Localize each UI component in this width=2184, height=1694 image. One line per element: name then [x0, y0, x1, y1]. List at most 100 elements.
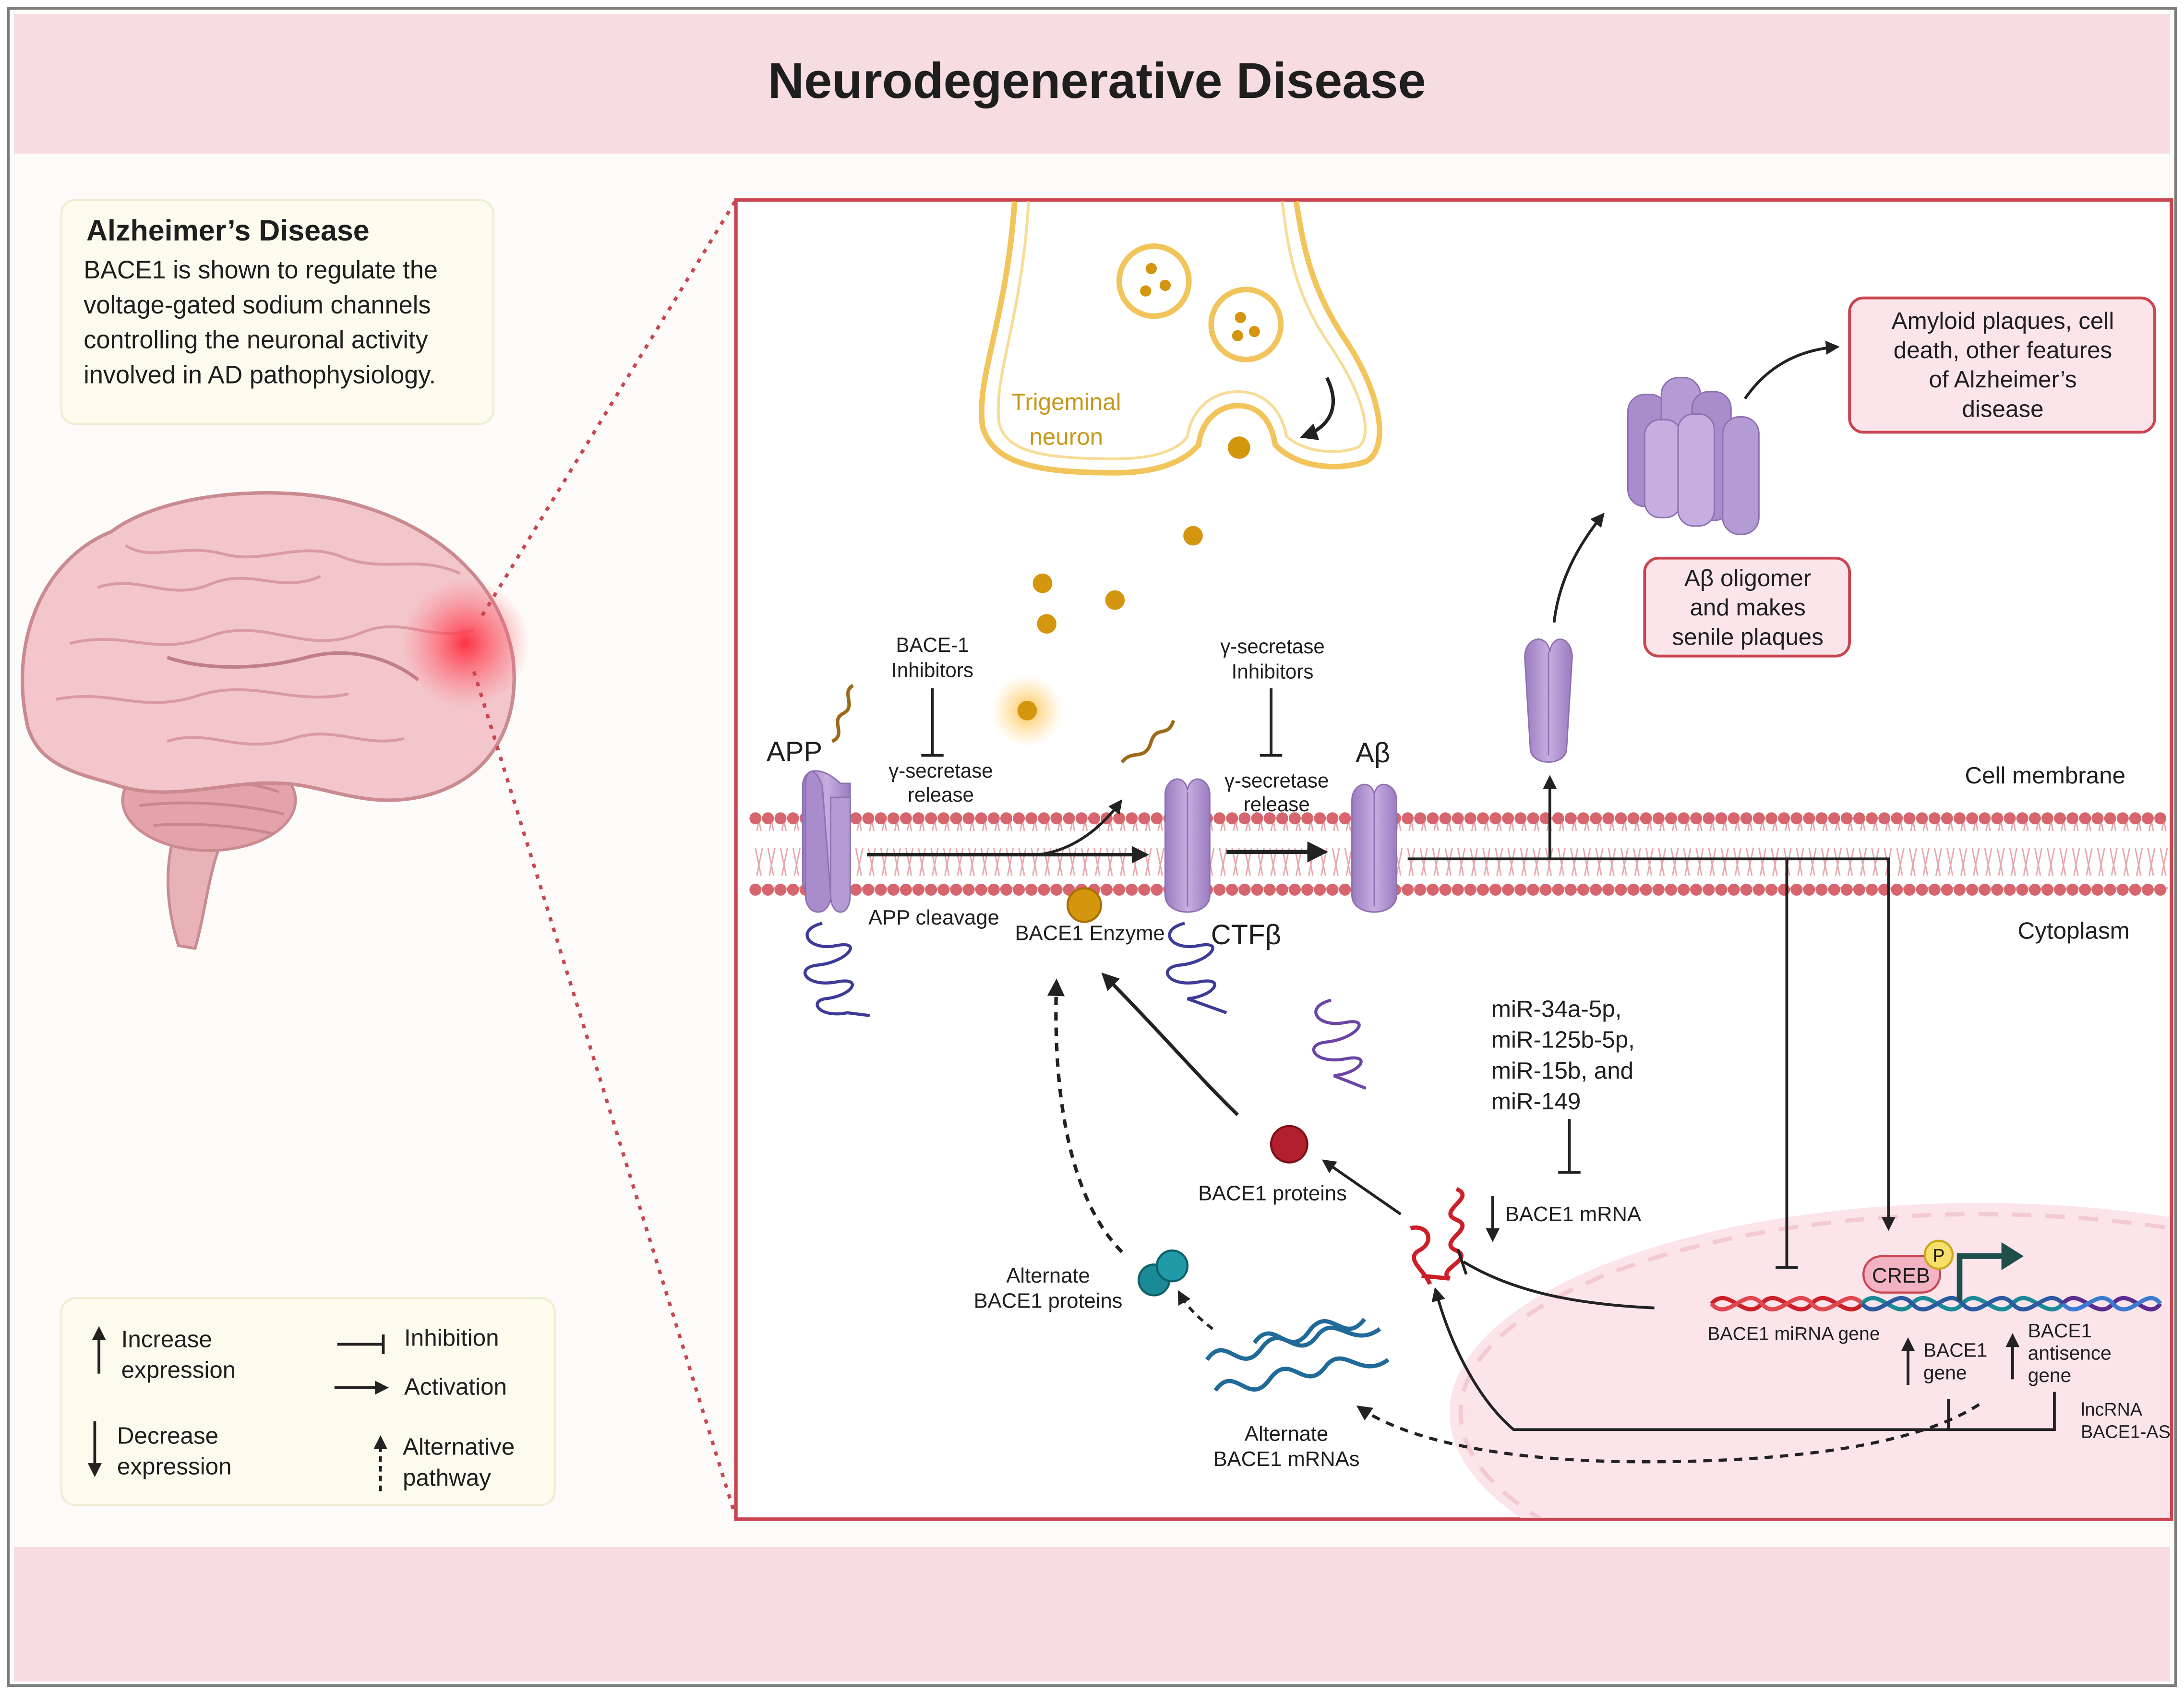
mrna-to-protein-arrow	[1321, 1159, 1402, 1215]
mirna-gene-label: BACE1 miRNA gene	[1707, 1323, 1880, 1345]
mirna-label-2: miR-125b-5p,	[1491, 1027, 1635, 1053]
plaques-label-3: of Alzheimer’s	[1929, 366, 2076, 393]
gamma-release-1-label-1: γ-secretase	[888, 759, 993, 782]
mirna-label-1: miR-34a-5p,	[1491, 996, 1622, 1022]
abeta-receptor	[1351, 783, 1397, 913]
legend-increase-label-2: expression	[121, 1357, 236, 1383]
gamma-inhibition-symbol	[1260, 688, 1283, 757]
bace1-enzyme-label: BACE1 Enzyme	[1015, 922, 1165, 945]
legend-alternative-label-1: Alternative	[403, 1434, 515, 1460]
neuron-label-1: Trigeminal	[1011, 389, 1121, 415]
monomer-to-oligomer-arrow	[1552, 512, 1605, 623]
alternate-bace1-mrnas	[1205, 1318, 1390, 1392]
app-label: APP	[767, 736, 822, 767]
info-box-line-2: voltage-gated sodium channels	[84, 291, 431, 319]
bace1-mrna-strand-2	[1410, 1225, 1432, 1286]
plaques-label-2: death, other features	[1894, 337, 2112, 363]
alt-proteins-label-1: Alternate	[1006, 1264, 1090, 1287]
page-title: Neurodegenerative Disease	[768, 53, 1426, 109]
oligomer-label-2: and makes	[1690, 594, 1805, 621]
bace1-protein	[1270, 1125, 1308, 1164]
neurotransmitter-dots	[991, 526, 1203, 747]
protein-to-enzyme-arrow	[1101, 972, 1239, 1117]
legend-inhibition-label: Inhibition	[404, 1324, 499, 1351]
legend-inhibition-icon	[337, 1334, 385, 1354]
legend-decrease-label-2: expression	[117, 1453, 232, 1479]
mirna-inhibition-symbol	[1558, 1119, 1581, 1174]
bace1-inhibitors-label-2: Inhibitors	[891, 659, 973, 681]
neuron-vesicle-2	[1208, 287, 1284, 362]
alt-protein-to-enzyme-arrow	[1047, 978, 1123, 1253]
gamma-release-2-label-2: release	[1244, 793, 1310, 816]
nucleus	[1450, 1203, 2170, 1518]
gamma-inhibitors-label-2: Inhibitors	[1232, 660, 1314, 683]
bace1-inhibition-symbol	[921, 688, 944, 757]
app-receptor	[802, 684, 870, 1017]
oligomer-label-3: senile plaques	[1672, 624, 1824, 650]
gamma-inhibitors-label-1: γ-secretase	[1220, 635, 1324, 658]
transcription-start-arrow	[1956, 1253, 2004, 1301]
gamma-release-1-label-2: release	[908, 783, 974, 806]
info-box-line-1: BACE1 is shown to regulate the	[84, 256, 438, 284]
bace1-gene-label-2: gene	[1923, 1361, 1967, 1383]
lncrna-label-1: lncRNA	[2081, 1400, 2143, 1420]
neuron-vesicle-1	[1116, 243, 1192, 319]
released-vesicle-dot	[1228, 436, 1250, 459]
ctfb-label: CTFβ	[1211, 919, 1281, 950]
plaques-label-1: Amyloid plaques, cell	[1892, 308, 2114, 334]
bace1-gene-label-1: BACE1	[1923, 1339, 1987, 1361]
gamma-release-2-label-1: γ-secretase	[1224, 769, 1329, 792]
antisense-gene-label-3: gene	[2028, 1364, 2071, 1386]
creb-label: CREB	[1872, 1264, 1930, 1287]
oligomer-to-plaque-arrow	[1743, 340, 1840, 400]
legend-box	[60, 1297, 556, 1506]
free-helix	[1312, 998, 1367, 1090]
bace1-mrna	[1421, 1187, 1465, 1281]
creb-factor	[1862, 1255, 1942, 1294]
footer-band	[14, 1547, 2170, 1682]
app-cleavage-label: APP cleavage	[868, 906, 999, 929]
antisense-gene-label-2: antisence	[2028, 1342, 2112, 1364]
membrane-label: Cell membrane	[1965, 762, 2125, 789]
bace1-mrna-label: BACE1 mRNA	[1505, 1203, 1642, 1226]
phosphate-group	[1923, 1239, 1954, 1270]
bace1-inhibitors-label-1: BACE-1	[896, 634, 969, 656]
phosphate-label: P	[1932, 1246, 1944, 1266]
bace1-gene-to-mrna-arrow	[1431, 1287, 1950, 1431]
zoom-line-bottom	[472, 671, 738, 1518]
brain-hotspot	[401, 579, 530, 708]
zoom-line-top	[480, 199, 738, 617]
alternate-bace1-proteins	[1138, 1249, 1189, 1297]
header-band	[14, 14, 2170, 154]
info-box-title: Alzheimer’s Disease	[86, 214, 370, 247]
gene-to-alt-mrna-arrow	[1356, 1403, 1980, 1464]
dna-strand	[1710, 1296, 2162, 1312]
cleaved-fragment	[1120, 720, 1176, 764]
alt-mrna-to-protein-arrow	[1177, 1290, 1213, 1330]
mirna-label-3: miR-15b, and	[1491, 1057, 1633, 1084]
alt-mrnas-label-2: BACE1 mRNAs	[1213, 1448, 1360, 1471]
legend-alternative-label-2: pathway	[403, 1465, 491, 1491]
antisense-to-mrna-line	[1948, 1392, 2056, 1431]
brain-illustration	[21, 491, 530, 950]
bace1-proteins-label: BACE1 proteins	[1198, 1182, 1347, 1205]
info-box	[60, 199, 495, 425]
cleaved-fragment-arrow	[1038, 799, 1122, 856]
mirna-gene-to-mrna-line	[1463, 1261, 1655, 1310]
plaques-box	[1848, 296, 2156, 434]
legend-decrease-label-1: Decrease	[117, 1422, 218, 1449]
info-box-line-4: involved in AD pathophysiology.	[84, 361, 436, 389]
abeta-oligomer-cluster	[1627, 377, 1760, 535]
bace1-enzyme	[1067, 887, 1103, 923]
info-box-line-3: controlling the neuronal activity	[84, 326, 428, 354]
oligomer-box	[1643, 556, 1851, 658]
antisense-gene-label-1: BACE1	[2028, 1320, 2092, 1342]
plaques-label-4: disease	[1962, 396, 2043, 422]
abeta-monomer	[1524, 638, 1573, 763]
alt-proteins-label-2: BACE1 proteins	[974, 1290, 1123, 1313]
neuron-label-2: neuron	[1029, 424, 1103, 450]
lncrna-label-2: BACE1-AS	[2081, 1422, 2171, 1442]
abeta-to-creb-arrow	[1787, 857, 1896, 1231]
